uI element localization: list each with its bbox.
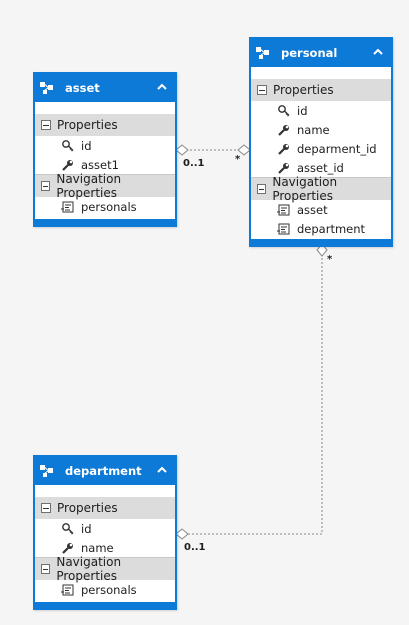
properties-section-header[interactable]: Properties <box>35 497 175 519</box>
entity-icon <box>39 80 55 96</box>
wrench-icon <box>277 123 291 137</box>
collapse-section-icon[interactable] <box>257 184 267 194</box>
section-title: Properties <box>273 83 334 97</box>
wrench-icon <box>277 161 291 175</box>
association-department-personal <box>188 256 323 535</box>
collapse-section-icon[interactable] <box>41 120 51 130</box>
entity-personal[interactable]: personal Properties id name deparment_id… <box>249 37 393 247</box>
property-row[interactable]: asset1 <box>35 155 175 174</box>
property-name: deparment_id <box>297 141 377 156</box>
property-row[interactable]: name <box>35 538 175 557</box>
navigation-section-header[interactable]: Navigation Properties <box>35 555 175 583</box>
collapse-section-icon[interactable] <box>41 503 51 513</box>
entity-header[interactable]: department <box>35 457 175 485</box>
nav-property-icon <box>277 203 291 217</box>
entity-icon <box>255 45 271 61</box>
section-title: Navigation Properties <box>56 555 122 583</box>
divider <box>35 174 175 175</box>
department-end-diamond <box>175 528 189 540</box>
collapse-section-icon[interactable] <box>41 181 51 191</box>
property-name: asset_id <box>297 160 344 175</box>
entity-title: department <box>65 464 142 478</box>
department-multiplicity: 0..1 <box>184 542 206 553</box>
wrench-icon <box>61 158 75 172</box>
nav-property-name: personals <box>81 582 137 597</box>
entity-footer <box>251 239 391 245</box>
nav-property-row[interactable]: personals <box>35 580 175 599</box>
key-icon <box>61 522 75 536</box>
property-name: name <box>297 122 330 137</box>
properties-section-header[interactable]: Properties <box>251 79 391 101</box>
property-name: asset1 <box>81 157 119 172</box>
asset-end-diamond <box>175 144 189 156</box>
entity-header[interactable]: personal <box>251 39 391 67</box>
property-row[interactable]: id <box>35 519 175 538</box>
entity-header[interactable]: asset <box>35 74 175 102</box>
nav-property-icon <box>61 583 75 597</box>
nav-property-row[interactable]: department <box>251 219 391 238</box>
entity-department[interactable]: department Properties id name Navigation… <box>33 455 177 610</box>
property-name: id <box>297 103 308 118</box>
property-name: id <box>81 138 92 153</box>
property-row[interactable]: id <box>35 136 175 155</box>
property-row[interactable]: asset_id <box>251 158 391 177</box>
entity-title: asset <box>65 81 100 95</box>
property-name: id <box>81 521 92 536</box>
key-icon <box>277 104 291 118</box>
personal-multiplicity-department: * <box>327 254 333 265</box>
navigation-section-header[interactable]: Navigation Properties <box>35 172 175 200</box>
nav-property-name: department <box>297 221 366 236</box>
entity-title: personal <box>281 46 338 60</box>
divider <box>35 557 175 558</box>
nav-property-row[interactable]: personals <box>35 197 175 216</box>
entity-asset[interactable]: asset Properties id asset1 Navigation Pr… <box>33 72 177 227</box>
section-title: Properties <box>57 118 118 132</box>
property-row[interactable]: name <box>251 120 391 139</box>
nav-property-name: personals <box>81 199 137 214</box>
section-title: Navigation Properties <box>272 175 338 203</box>
nav-property-row[interactable]: asset <box>251 200 391 219</box>
entity-footer <box>35 602 175 608</box>
asset-multiplicity: 0..1 <box>183 158 205 169</box>
properties-section-header[interactable]: Properties <box>35 114 175 136</box>
chevron-up-icon[interactable] <box>155 80 169 94</box>
section-title: Navigation Properties <box>56 172 122 200</box>
nav-property-icon <box>277 222 291 236</box>
nav-property-name: asset <box>297 202 328 217</box>
property-row[interactable]: id <box>251 101 391 120</box>
property-row[interactable]: deparment_id <box>251 139 391 158</box>
nav-property-icon <box>61 200 75 214</box>
property-name: name <box>81 540 114 555</box>
entity-icon <box>39 463 55 479</box>
key-icon <box>61 139 75 153</box>
entity-footer <box>35 219 175 225</box>
personal-multiplicity-asset: * <box>235 154 241 165</box>
wrench-icon <box>277 142 291 156</box>
collapse-section-icon[interactable] <box>257 85 267 95</box>
section-title: Properties <box>57 501 118 515</box>
collapse-section-icon[interactable] <box>41 564 51 574</box>
divider <box>251 177 391 178</box>
chevron-up-icon[interactable] <box>155 463 169 477</box>
chevron-up-icon[interactable] <box>371 45 385 59</box>
navigation-section-header[interactable]: Navigation Properties <box>251 175 391 203</box>
wrench-icon <box>61 541 75 555</box>
